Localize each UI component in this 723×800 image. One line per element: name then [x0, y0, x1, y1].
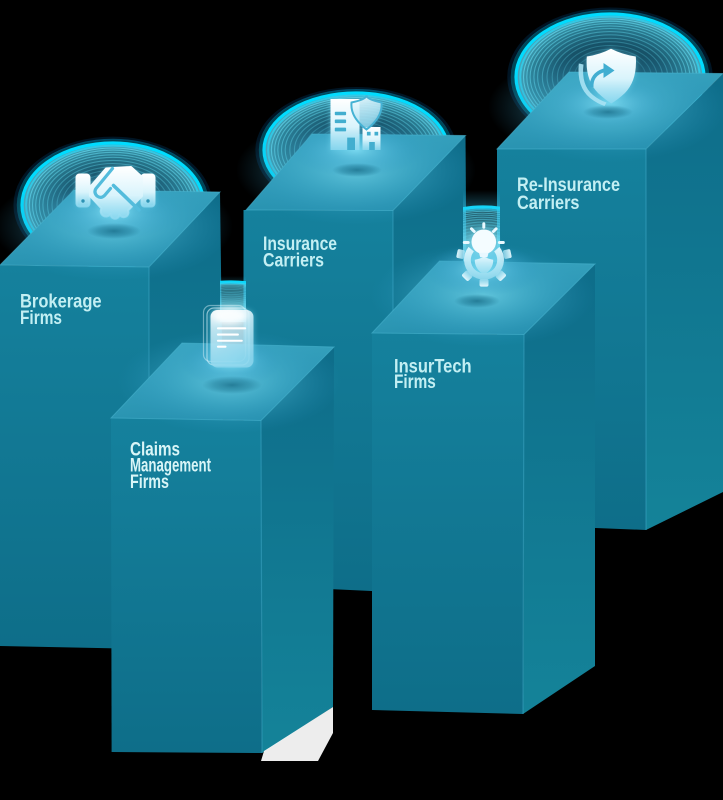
svg-text:Carriers: Carriers	[517, 193, 580, 214]
svg-text:Firms: Firms	[130, 472, 169, 493]
svg-text:Re-Insurance: Re-Insurance	[517, 175, 620, 196]
svg-text:Brokerage: Brokerage	[20, 291, 102, 312]
svg-text:Firms: Firms	[20, 308, 62, 329]
svg-text:Claims: Claims	[130, 440, 180, 461]
svg-text:Insurance: Insurance	[263, 234, 337, 255]
svg-text:Firms: Firms	[394, 372, 436, 393]
svg-text:Management: Management	[130, 456, 211, 477]
svg-text:InsurTech: InsurTech	[394, 356, 472, 377]
svg-text:Carriers: Carriers	[263, 250, 324, 271]
